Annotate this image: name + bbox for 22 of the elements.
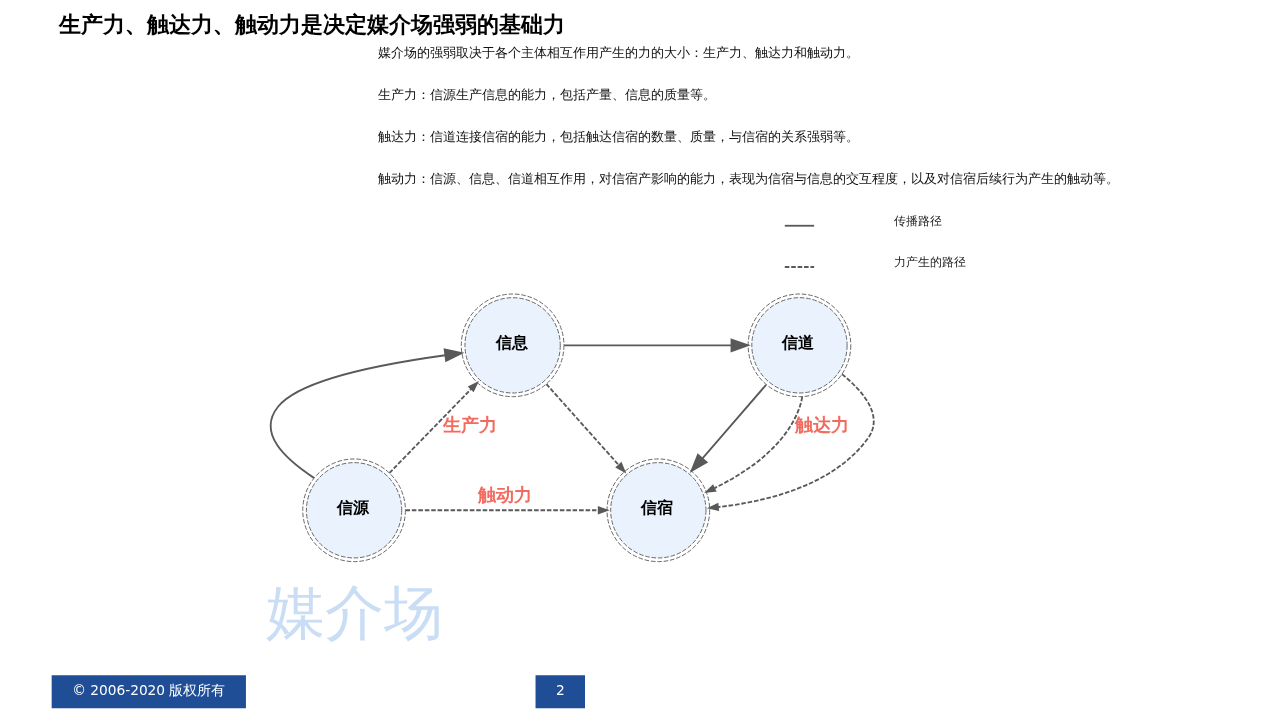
diagram-title: 生产力、触达力、触动力是决定媒介场强弱的基础力 [59, 12, 565, 38]
arrow [388, 380, 479, 474]
edge-label: 生产力 [442, 414, 497, 436]
arrow [704, 395, 804, 493]
label: 媒介场的强弱取决于各个主体相互作用产生的力的大小：生产力、触达力和触动力。 [377, 44, 859, 60]
label: 触达力：信道连接信宿的能力，包括触达信宿的数量、质量，与信宿的关系强弱等。 [377, 129, 859, 145]
edge-label: 触达力 [794, 414, 849, 436]
label: 触动力：信源、信息、信道相互作用，对信宿产影响的能力，表现为信宿与信息的交互程度，以及对信宿后续行为产生的触动等。 [377, 171, 1119, 187]
node-circle: 信道 [747, 293, 852, 398]
legend-label: 力产生的路径 [893, 254, 966, 269]
label: 生产力：信源生产信息的能力，包括产量、信息的质量等。 [377, 87, 716, 103]
arrow [404, 506, 610, 515]
edge-label: 触动力 [478, 484, 533, 506]
label: 2 [555, 681, 565, 698]
arrow [706, 373, 875, 512]
arrow [689, 384, 767, 474]
arrow [563, 338, 751, 353]
label: © 2006-2020 版权所有 [72, 681, 226, 698]
legend-label: 传播路径 [893, 213, 942, 228]
arrow [269, 348, 465, 479]
arrow [545, 383, 627, 474]
node-circle: 信息 [460, 293, 565, 398]
